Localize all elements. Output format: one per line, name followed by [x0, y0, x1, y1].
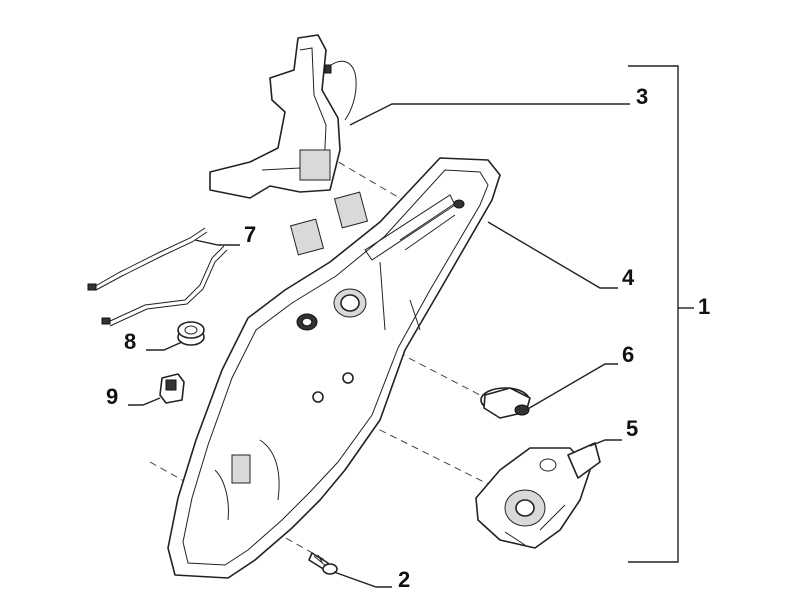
- cap: [480, 387, 531, 419]
- callout-4: 4: [622, 265, 635, 290]
- cables: [87, 227, 228, 327]
- callout-7: 7: [244, 222, 256, 247]
- door-module-panel: [167, 157, 501, 579]
- callout-1: 1: [698, 294, 710, 319]
- callout-5: 5: [626, 416, 638, 441]
- grommet: [177, 321, 205, 346]
- leader-lines: [128, 103, 630, 588]
- callout-1-bracket: [628, 65, 694, 563]
- screw: [308, 552, 338, 575]
- callout-3: 3: [636, 84, 648, 109]
- callout-9: 9: [106, 384, 118, 409]
- clip: [159, 373, 185, 404]
- upper-bracket: [209, 34, 357, 199]
- callout-8: 8: [124, 329, 136, 354]
- callout-6: 6: [622, 342, 634, 367]
- callout-2: 2: [398, 567, 410, 592]
- regulator-motor: [475, 442, 601, 549]
